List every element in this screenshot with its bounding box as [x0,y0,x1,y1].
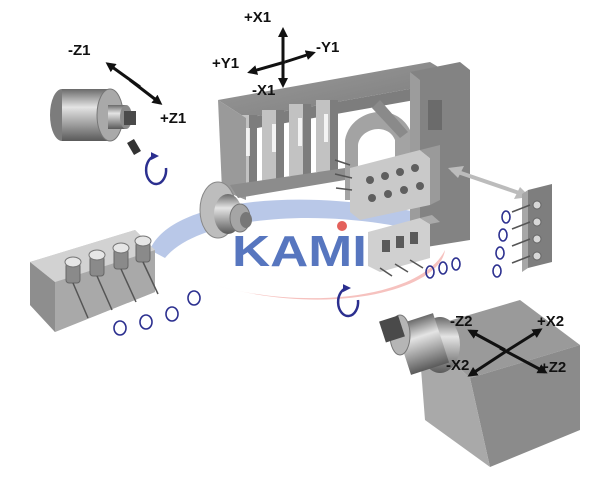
axis-label-plus-z1: +Z1 [160,110,186,127]
z1-rotation-icon [144,152,168,186]
watermark-text: KAMI [232,227,367,276]
side-plate-rotation-icons [492,210,511,278]
z2-block [379,300,580,467]
left-block-rotation-icons [113,290,201,336]
center-tool-bar [368,215,440,277]
zx2-axis-arrows [467,328,548,377]
axis-label-plus-x1: +X1 [244,9,271,26]
axis-label-minus-z2: -Z2 [450,313,473,330]
axis-label-plus-x2: +X2 [537,313,564,330]
axis-label-minus-z1: -Z1 [68,42,91,59]
center-bar-rotation-icons [425,257,461,279]
axis-label-minus-x2: -X2 [446,357,469,374]
frame-tool-block [334,145,440,220]
axis-label-plus-y1: +Y1 [212,55,239,72]
watermark: KAMI [232,221,367,276]
left-gang-block [30,230,159,332]
z1-spindle [50,88,141,156]
z1-axis-arrow [105,62,163,105]
axis-label-minus-y1: -Y1 [316,39,339,56]
watermark-dot-icon [337,221,347,231]
side-tool-plate [511,184,552,272]
xy1-axis-arrows [247,27,316,88]
axis-label-plus-z2: +Z2 [540,359,566,376]
axis-label-minus-x1: -X1 [252,82,275,99]
center-rotation-icon [336,284,360,318]
frame-spindle [199,181,252,239]
